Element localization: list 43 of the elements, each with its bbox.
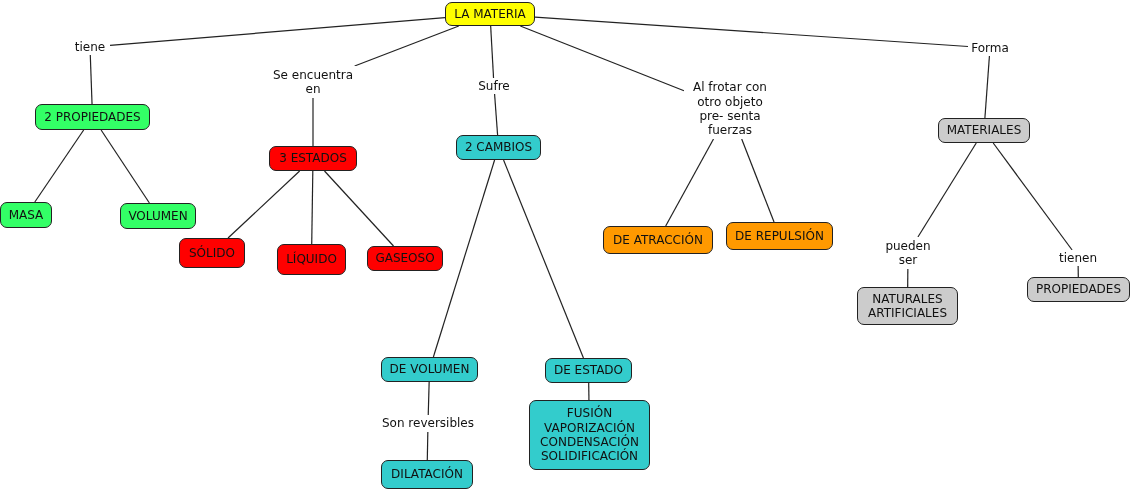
concept-box: NATURALES ARTIFICIALES [857, 287, 958, 325]
connector-line [494, 93, 499, 136]
connector-line [311, 170, 314, 245]
concept-box: 2 CAMBIOS [456, 135, 541, 160]
concept-box: DE ATRACCIÓN [603, 226, 713, 254]
connector-line [432, 159, 496, 358]
connector-line [665, 138, 715, 227]
concept-box: MASA [0, 202, 52, 228]
connector-line [312, 97, 314, 147]
concept-box: DE ESTADO [545, 358, 632, 383]
connector-line [741, 138, 775, 223]
concept-box: PROPIEDADES [1027, 277, 1130, 302]
connector-line [917, 142, 977, 238]
connector-line [427, 381, 430, 416]
connector-line [1077, 265, 1079, 278]
connector-line [426, 431, 429, 461]
concept-box: SÓLIDO [179, 238, 245, 268]
connector-line [502, 159, 585, 359]
concept-box: LÍQUIDO [277, 244, 346, 275]
connector-line [354, 25, 460, 67]
connector-line [907, 268, 909, 288]
connector-line [534, 16, 969, 48]
concept-box: DILATACIÓN [381, 460, 473, 489]
concept-box: DE REPULSIÓN [726, 222, 833, 250]
connector-line [227, 170, 301, 239]
concept-box: GASEOSO [367, 246, 443, 271]
connector-line [984, 55, 990, 119]
concept-box: 2 PROPIEDADES [35, 104, 150, 130]
connector-line [323, 170, 395, 247]
connector-line [992, 142, 1073, 251]
concept-box: DE VOLUMEN [381, 357, 478, 382]
connector-line [34, 129, 85, 203]
concept-box: MATERIALES [938, 118, 1030, 143]
concept-box: LA MATERIA [445, 2, 535, 26]
connector-line [89, 54, 93, 105]
connector-line [588, 382, 590, 401]
concept-box: 3 ESTADOS [269, 146, 357, 171]
connector-line [109, 17, 446, 46]
concept-box: VOLUMEN [120, 203, 196, 229]
concept-box: FUSIÓN VAPORIZACIÓN CONDENSACIÓN SOLIDIFICACIÓN [529, 400, 650, 470]
connector-line [100, 129, 150, 204]
connector-line [490, 25, 495, 79]
connector-line [519, 25, 685, 92]
